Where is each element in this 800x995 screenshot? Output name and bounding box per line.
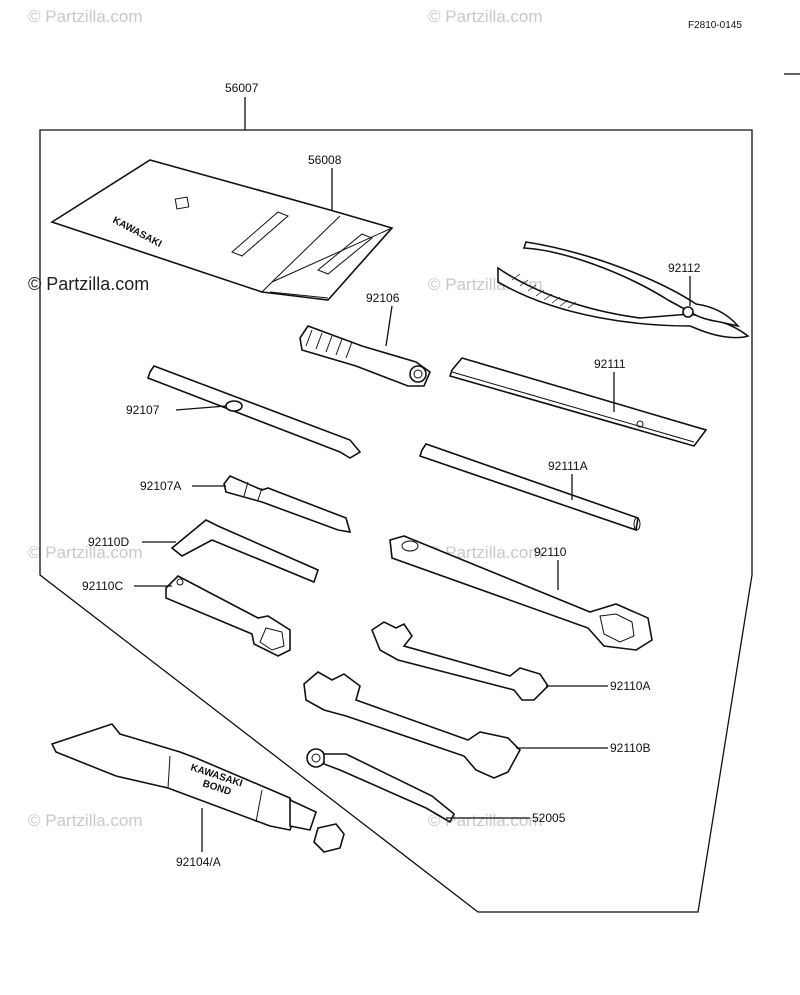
part-label-92110C: 92110C	[82, 579, 123, 593]
flat-bar	[448, 357, 708, 447]
part-label-92110B: 92110B	[610, 741, 650, 755]
open-end-wrench-small	[371, 621, 550, 701]
bond-tube: KAWASAKI BOND	[50, 723, 345, 853]
part-label-92110A: 92110A	[610, 679, 650, 693]
watermark: © Partzilla.com	[28, 7, 143, 26]
ring-spanner	[389, 535, 653, 651]
watermark: © Partzilla.com	[28, 543, 143, 562]
part-label-56008: 56008	[308, 153, 342, 167]
screwdriver-long	[146, 365, 362, 459]
tool-bag: KAWASAKI	[50, 159, 394, 301]
screwdriver-handle	[299, 325, 431, 387]
part-label-52005: 52005	[532, 811, 566, 825]
part-label-56007: 56007	[225, 81, 259, 95]
open-end-wrench-large	[303, 671, 521, 779]
pliers	[497, 241, 750, 339]
part-label-92111: 92111	[594, 357, 626, 371]
leader-line	[175, 405, 227, 411]
part-label-92111A: 92111A	[548, 459, 588, 473]
watermark: © Partzilla.com	[428, 7, 543, 26]
screwdriver-short	[223, 475, 352, 533]
kit-boundary	[39, 129, 753, 913]
part-label-92107: 92107	[126, 403, 160, 417]
spark-screwdriver	[306, 748, 456, 824]
rod	[418, 443, 641, 532]
hex-key	[170, 519, 319, 584]
leader-line	[385, 305, 393, 347]
part-label-92106: 92106	[366, 291, 400, 305]
watermark: © Partzilla.com	[28, 811, 143, 830]
part-label-92110D: 92110D	[88, 535, 129, 549]
watermark-dark: © Partzilla.com	[28, 274, 149, 294]
part-label-92112: 92112	[668, 261, 701, 275]
watermark: © Partzilla.com	[428, 811, 543, 830]
socket-wrench	[165, 575, 291, 657]
diagram-code: F2810-0145	[688, 20, 742, 31]
part-label-92107A: 92107A	[140, 479, 181, 493]
part-label-92104A: 92104/A	[176, 855, 221, 869]
part-label-92110: 92110	[534, 545, 567, 559]
